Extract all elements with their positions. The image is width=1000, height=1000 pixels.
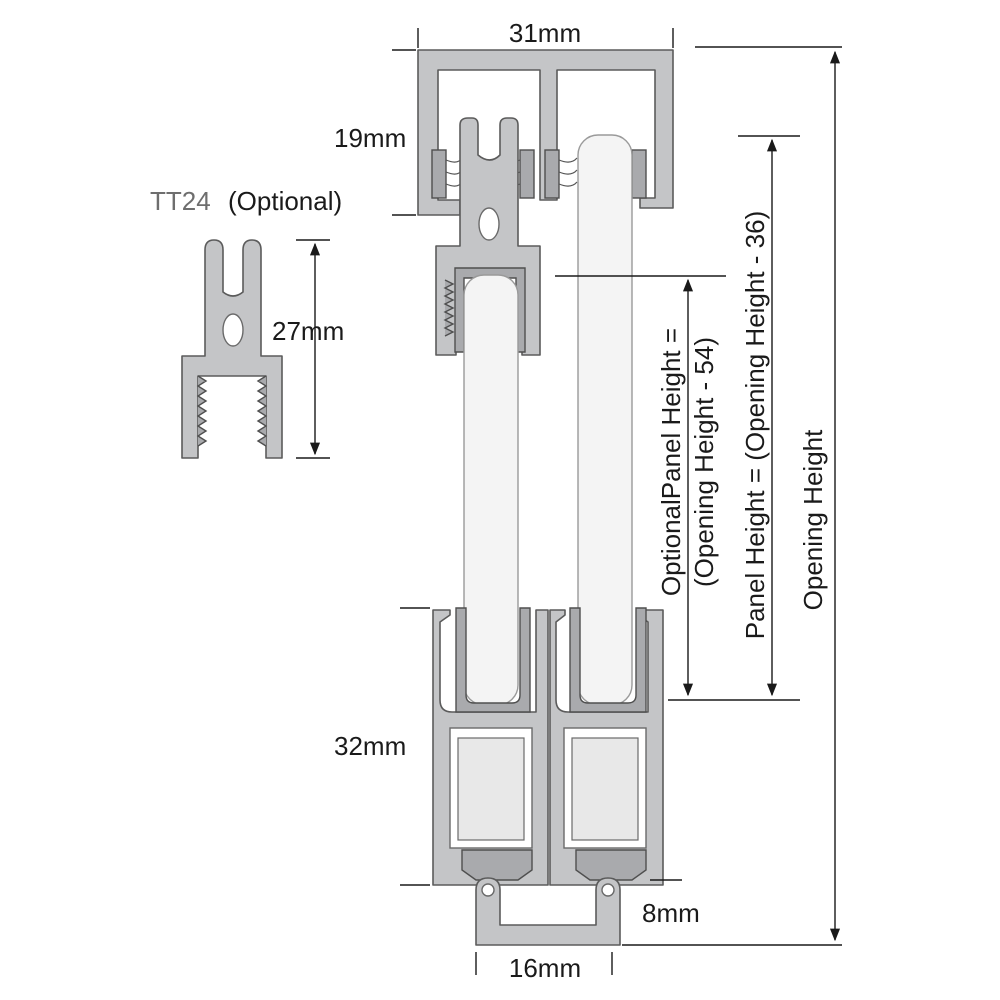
- top-height-label: 19mm: [334, 123, 406, 153]
- optional-panel-height-label-line1: OptionalPanel Height =: [656, 328, 686, 596]
- bottom-rail-height-label: 8mm: [642, 898, 700, 928]
- optional-panel-height-label-line2: (Opening Height - 54): [689, 337, 719, 587]
- top-h-connector: [435, 117, 541, 356]
- bottom-height-label: 32mm: [334, 731, 406, 761]
- panel-height-label: Panel Height = (Opening Height - 36): [740, 211, 770, 640]
- bottom-rail-width-label: 16mm: [509, 953, 581, 983]
- front-glass-panel: [463, 274, 519, 706]
- dimension-lines: [296, 28, 842, 975]
- bottom-guide-rail: [475, 877, 621, 946]
- rear-glass-panel: [577, 134, 633, 706]
- bottom-track-profile: [432, 607, 664, 886]
- top-width-label: 31mm: [509, 18, 581, 48]
- top-track-profile: [417, 49, 674, 216]
- optional-part-code: TT24: [150, 186, 211, 216]
- optional-height-label: 27mm: [272, 316, 344, 346]
- opening-height-label: Opening Height: [798, 429, 828, 610]
- optional-note: (Optional): [228, 186, 342, 216]
- tt24-optional-profile: [181, 239, 283, 459]
